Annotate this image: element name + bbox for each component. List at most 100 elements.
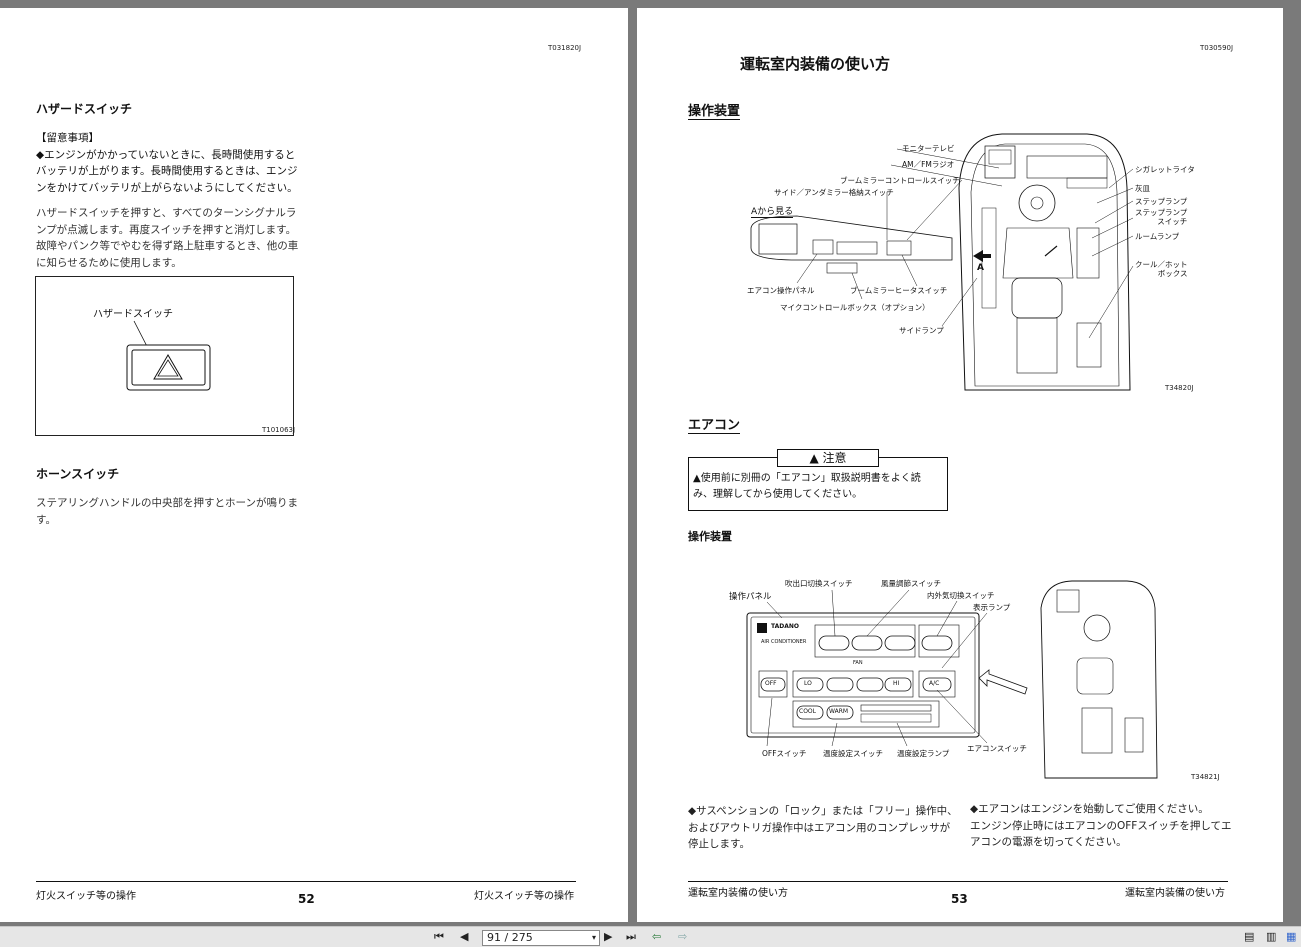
note-line: アコンの電源を切ってください。 <box>970 836 1127 848</box>
label-am-fm-radio: AM／FMラジオ <box>902 160 955 169</box>
figure-code: T101063J <box>262 426 296 434</box>
page-number-dropdown[interactable]: 91 / 275 ▾ <box>482 930 600 946</box>
label-in-out-switch: 内外気切換スイッチ <box>927 591 995 600</box>
label-off-switch: OFFスイッチ <box>762 749 807 758</box>
cab-interior-figure: モニターテレビ AM／FMラジオ ブームミラーコントロールスイッチ サイド／アン… <box>737 128 1237 393</box>
note-line: およびアウトリガ操作中はエアコン用のコンプレッサが <box>688 821 951 834</box>
notice-label: 【留意事項】 <box>36 132 99 144</box>
back-view-icon[interactable]: ⇦ <box>652 930 662 943</box>
single-page-icon[interactable]: ▤ <box>1244 930 1255 943</box>
page-code: T031820J <box>548 44 582 52</box>
forward-view-icon[interactable]: ⇨ <box>678 930 688 943</box>
warning-triangle-icon: ▲ <box>809 451 819 465</box>
right-page: T030590J 運転室内装備の使い方 操作装置 <box>637 8 1283 922</box>
label-outlet-switch: 吹出口切換スイッチ <box>785 579 853 588</box>
notice-block: 【留意事項】 ◆エンジンがかかっていないときに、長時間使用すると バッテリが上が… <box>36 130 298 196</box>
label-fan-switch: 風量調節スイッチ <box>881 579 941 588</box>
page-title: 運転室内装備の使い方 <box>740 55 891 73</box>
label-cool-hot-box: クール／ホット ボックス <box>1135 260 1188 278</box>
caution-line: 使用前に別冊の「エアコン」取扱説明書をよく読 <box>700 473 921 484</box>
aircon-panel-figure: 吹出口切換スイッチ 風量調節スイッチ 内外気切換スイッチ 表示ランプ 操作パネル… <box>727 568 1227 788</box>
previous-page-icon[interactable]: ◀ <box>460 930 469 943</box>
caution-box: ▲ 注意 ▲使用前に別冊の「エアコン」取扱説明書をよく読 み、理解してから使用し… <box>688 449 948 511</box>
desc-line: ンプが点滅します。再度スイッチを押すと消灯します。 <box>36 223 297 236</box>
footer-rule <box>36 881 576 882</box>
figure-code: T34820J <box>1165 384 1194 392</box>
label-monitor-tv: モニターテレビ <box>902 144 955 153</box>
page-indicator: 91 / 275 <box>487 931 533 944</box>
horn-line: す。 <box>36 513 56 526</box>
notice-line: バッテリが上がります。長時間使用するときは、エンジ <box>36 165 298 177</box>
figure-label: ハザードスイッチ <box>93 309 173 320</box>
label-cigarette-lighter: シガレットライタ <box>1135 165 1195 174</box>
label-aircon-panel: エアコン操作パネル <box>747 286 815 295</box>
label-side-mirror-store: サイド／アンダミラー格納スイッチ <box>774 188 894 197</box>
label-boom-mirror-control: ブームミラーコントロールスイッチ <box>840 176 960 185</box>
label-side-lamp: サイドランプ <box>899 326 944 335</box>
desc-line: 故障やパンク等でやむを得ず路上駐車するとき、他の車 <box>36 240 299 252</box>
hazard-switch-heading: ハザードスイッチ <box>36 102 133 116</box>
label-indicator-lamp: 表示ランプ <box>973 603 1011 612</box>
first-page-icon[interactable]: ⏮ <box>434 930 444 943</box>
hazard-switch-figure: ハザードスイッチ T101063J <box>35 276 296 436</box>
label-ac-switch: エアコンスイッチ <box>967 744 1027 753</box>
note-line: ◆エアコンはエンジンを始動してご使用ください。 <box>970 803 1209 815</box>
footer-right: 運転室内装備の使い方 <box>1125 888 1225 899</box>
footer-left: 運転室内装備の使い方 <box>688 888 788 899</box>
viewer-toolbar: ⏮ ◀ ▶ ⏭ ⇦ ⇨ ▤ ▥ ▦ <box>0 926 1301 947</box>
section-controls-heading: 操作装置 <box>688 100 741 120</box>
next-page-icon[interactable]: ▶ <box>604 930 613 943</box>
arrow-a-label: A <box>977 263 984 273</box>
fan-lo-button[interactable]: LO <box>804 680 812 687</box>
figure-code: T34821J <box>1191 773 1220 781</box>
label-step-lamp-switch: ステップランプ スイッチ <box>1135 208 1188 226</box>
notice-line: ンをかけてバッテリが上がらないようにしてください。 <box>36 181 298 194</box>
desc-line: に知らせるために使用します。 <box>36 256 182 269</box>
footer-right: 灯火スイッチ等の操作 <box>474 891 574 902</box>
panel-subtitle: AIR CONDITIONER <box>761 639 807 645</box>
notice-line: ◆エンジンがかかっていないときに、長時間使用すると <box>36 148 296 161</box>
caution-header: ▲ 注意 <box>777 449 879 467</box>
caution-title: 注意 <box>822 451 847 465</box>
footer-left: 灯火スイッチ等の操作 <box>36 891 136 902</box>
footer-rule <box>688 881 1228 882</box>
two-page-icon[interactable]: ▦ <box>1286 930 1297 943</box>
desc-line: ハザードスイッチを押すと、すべてのターンシグナルラ <box>36 207 297 219</box>
continuous-page-icon[interactable]: ▥ <box>1266 930 1277 943</box>
cool-button[interactable]: COOL <box>799 708 816 715</box>
caution-line: み、理解してから使用してください。 <box>693 489 863 500</box>
cab-layout-drawing <box>750 133 1134 391</box>
last-page-icon[interactable]: ⏭ <box>626 930 636 943</box>
warning-triangle-icon: ▲ <box>693 473 701 484</box>
label-temp-lamp: 温度設定ランプ <box>897 749 950 758</box>
view-from-a-label: Aから見る <box>751 204 794 218</box>
hazard-description: ハザードスイッチを押すと、すべてのターンシグナルラ ンプが点滅します。再度スイッ… <box>36 205 298 271</box>
horn-switch-heading: ホーンスイッチ <box>36 467 120 481</box>
label-mic-control-box: マイクコントロールボックス（オプション） <box>780 303 930 312</box>
off-button[interactable]: OFF <box>765 680 777 687</box>
label-ashtray: 灰皿 <box>1135 184 1150 193</box>
hazard-triangle-icon <box>153 354 183 380</box>
page-code: T030590J <box>1200 44 1234 52</box>
horn-description: ステアリングハンドルの中央部を押すとホーンが鳴りま す。 <box>36 495 298 528</box>
label-room-lamp: ルームランプ <box>1135 232 1180 241</box>
fan-hi-button[interactable]: HI <box>893 680 900 687</box>
aircon-panel-drawing <box>746 580 1158 779</box>
ac-button[interactable]: A/C <box>929 680 940 687</box>
horn-line: ステアリングハンドルの中央部を押すとホーンが鳴りま <box>36 497 298 509</box>
label-temp-switch: 温度設定スイッチ <box>823 749 883 758</box>
engine-note: ◆エアコンはエンジンを始動してご使用ください。 エンジン停止時にはエアコンのOF… <box>970 801 1232 851</box>
section-aircon-heading: エアコン <box>688 414 741 434</box>
page-number: 53 <box>951 892 968 906</box>
panel-brand: TADANO <box>771 623 800 630</box>
label-step-lamp: ステップランプ <box>1135 197 1188 206</box>
hazard-switch-drawing <box>126 320 211 391</box>
panel-fan-label: FAN <box>853 660 863 666</box>
chevron-down-icon: ▾ <box>591 933 596 942</box>
label-control-panel: 操作パネル <box>729 592 772 602</box>
note-line: エンジン停止時にはエアコンのOFFスイッチを押してエ <box>970 819 1232 832</box>
page-number: 52 <box>298 892 315 906</box>
left-page: T031820J ハザードスイッチ 【留意事項】 ◆エンジンがかかっていないとき… <box>0 8 628 922</box>
warm-button[interactable]: WARM <box>829 708 849 715</box>
note-line: 停止します。 <box>688 838 750 850</box>
